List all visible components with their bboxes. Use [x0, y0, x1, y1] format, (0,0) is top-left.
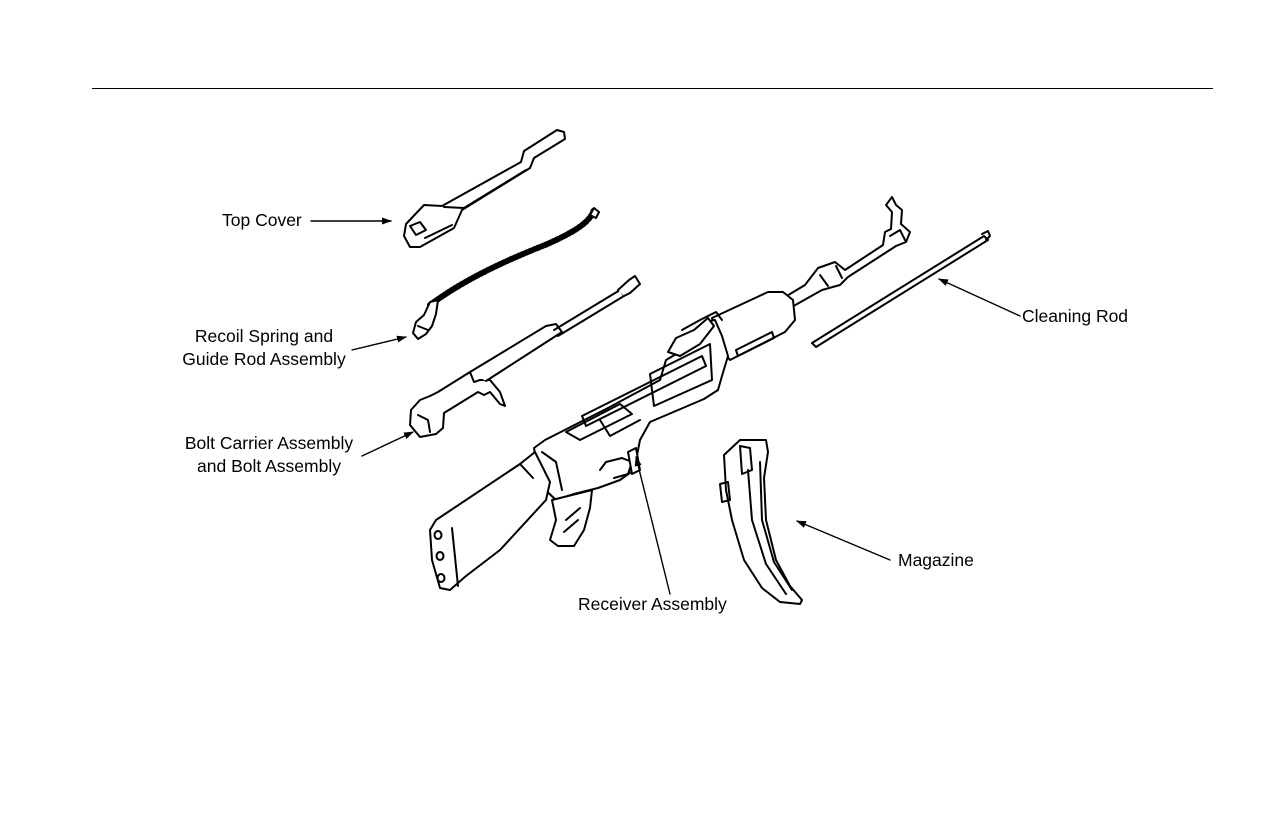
label-magazine: Magazine: [898, 549, 974, 572]
label-bolt-carrier-line1: Bolt Carrier Assembly: [184, 433, 354, 453]
bolt-carrier-part: [409, 275, 641, 438]
label-magazine-text: Magazine: [898, 550, 974, 570]
label-top-cover-text: Top Cover: [222, 210, 302, 230]
label-recoil-spring-line1: Recoil Spring and: [194, 326, 334, 346]
label-top-cover: Top Cover: [222, 209, 302, 232]
label-cleaning-rod-text: Cleaning Rod: [1022, 306, 1129, 326]
arrow-cleaning-rod: [938, 278, 1021, 317]
recoil-spring-part: [412, 207, 600, 340]
cleaning-rod-part: [811, 230, 991, 348]
label-bolt-carrier: Bolt Carrier Assembly and Bolt Assembly: [174, 432, 364, 478]
arrow-magazine: [796, 520, 891, 561]
leader-arrows: [310, 217, 1021, 595]
label-recoil-spring: Recoil Spring and Guide Rod Assembly: [172, 325, 356, 371]
header-rule: [92, 88, 1213, 89]
top-cover-part: [403, 129, 566, 248]
label-recoil-spring-line2: Guide Rod Assembly: [182, 349, 346, 369]
magazine-part: [719, 439, 803, 605]
label-receiver-text: Receiver Assembly: [578, 594, 727, 614]
label-cleaning-rod: Cleaning Rod: [1022, 305, 1128, 328]
label-receiver: Receiver Assembly: [578, 593, 727, 616]
label-bolt-carrier-line2: and Bolt Assembly: [197, 456, 341, 476]
receiver-assembly-part: [429, 196, 911, 591]
arrow-receiver: [634, 456, 671, 595]
arrow-recoil-spring: [351, 335, 407, 351]
arrow-bolt-carrier: [361, 431, 414, 457]
